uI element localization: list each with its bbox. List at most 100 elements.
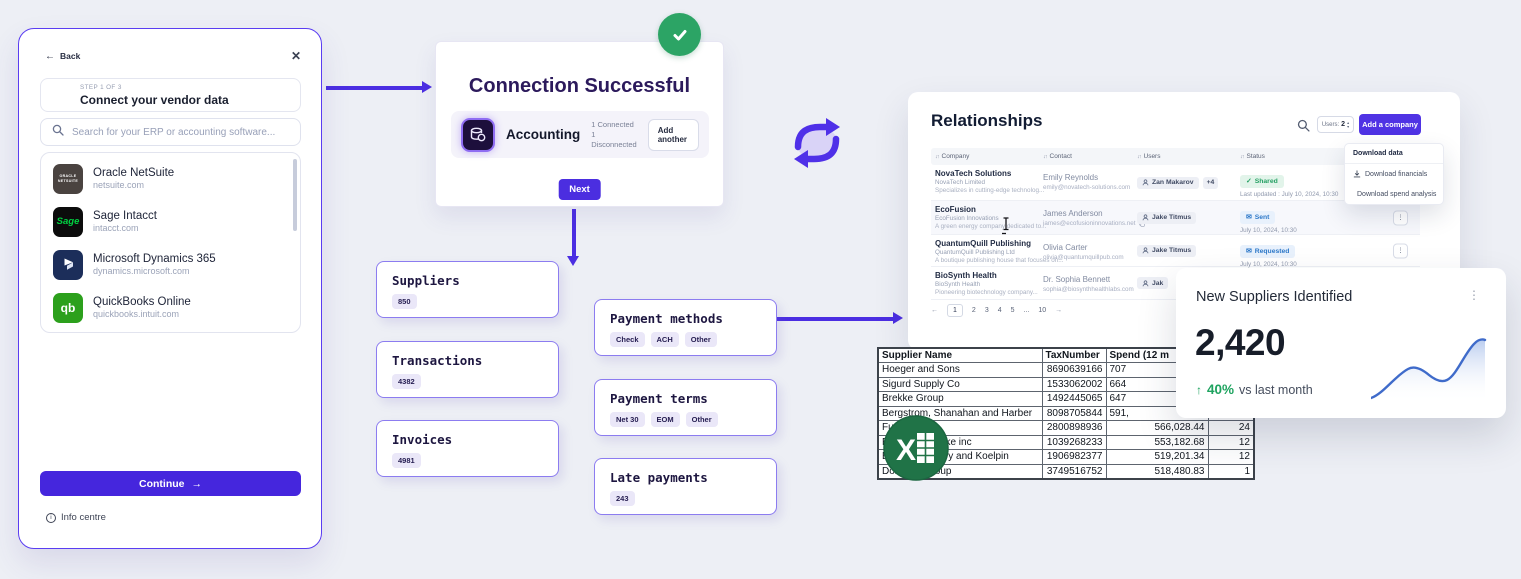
- row-kebab-button[interactable]: ⋮: [1393, 210, 1408, 225]
- connector-arrow-success-down: [567, 209, 579, 266]
- column-header-contact[interactable]: ↓↑ Contact: [1043, 153, 1072, 160]
- tag-badge: Check: [610, 332, 645, 347]
- flow-box-suppliers: Suppliers 850: [376, 261, 559, 318]
- table-row[interactable]: QuantumQuill Publishing QuantumQuill Pub…: [931, 235, 1420, 268]
- sort-icon: ↓↑: [935, 153, 939, 160]
- contact-email: james@ecofusioninnovations.net: [1043, 220, 1136, 227]
- flow-box-invoices: Invoices 4981: [376, 420, 559, 477]
- disconnected-count: 1 Disconnected: [591, 129, 637, 149]
- page-button[interactable]: 10: [1038, 307, 1047, 314]
- erp-domain: quickbooks.intuit.com: [93, 309, 180, 319]
- company-name: NovaTech Solutions: [935, 169, 1012, 178]
- company-description: Specializes in cutting-edge technolog...: [935, 187, 1045, 194]
- person-icon: [1142, 279, 1149, 286]
- menu-item-download-financials[interactable]: Download financials: [1345, 164, 1443, 184]
- back-button[interactable]: ← Back: [45, 51, 80, 62]
- table-row[interactable]: EcoFusion EcoFusion Innovations A green …: [931, 201, 1420, 235]
- erp-item-sage-intacct[interactable]: Sage Sage Intacct intacct.com: [41, 200, 300, 243]
- success-check-icon: [658, 13, 701, 56]
- status-date: July 10, 2024, 10:30: [1240, 227, 1297, 234]
- count-badge: 4981: [392, 453, 421, 468]
- add-another-button[interactable]: Add another: [647, 118, 699, 151]
- page-button[interactable]: 3: [984, 307, 989, 314]
- flow-box-payment-methods: Payment methods Check ACH Other: [594, 299, 777, 356]
- menu-item-download-spend-analysis[interactable]: Download spend analysis: [1357, 190, 1437, 198]
- page-button[interactable]: 1: [947, 304, 963, 317]
- company-subtitle: QuantumQuill Publishing Ltd: [935, 249, 1015, 256]
- company-subtitle: NovaTech Limited: [935, 179, 986, 186]
- flow-box-transactions: Transactions 4382: [376, 341, 559, 398]
- add-company-button[interactable]: Add a company: [1359, 114, 1421, 135]
- scrollbar[interactable]: [293, 159, 297, 231]
- company-description: A boutique publishing house that focuses…: [935, 257, 1064, 264]
- page-next-button[interactable]: →: [1055, 307, 1063, 314]
- erp-list: ORACLE NETSUITE Oracle NetSuite netsuite…: [40, 152, 301, 333]
- column-header-company[interactable]: ↓↑ Company: [935, 153, 970, 160]
- next-button[interactable]: Next: [558, 179, 601, 200]
- row-kebab-button[interactable]: ⋮: [1393, 243, 1408, 258]
- erp-item-dynamics-365[interactable]: Microsoft Dynamics 365 dynamics.microsof…: [41, 243, 300, 286]
- tag-badge: Other: [684, 332, 717, 347]
- download-data-menu: Download data Download financials Downlo…: [1344, 143, 1444, 205]
- flow-box-title: Payment terms: [610, 391, 708, 406]
- stepper-icon: ▴▾: [1347, 119, 1350, 129]
- users-count-selector[interactable]: Users: 2 ▴▾: [1317, 116, 1354, 133]
- table-row[interactable]: NovaTech Solutions NovaTech Limited Spec…: [931, 165, 1420, 201]
- connector-arrow-payments-to-table: [777, 312, 903, 324]
- info-centre-link[interactable]: i Info centre: [46, 512, 106, 523]
- arrow-right-icon: →: [191, 477, 203, 490]
- kebab-menu-icon[interactable]: ⋮: [1468, 288, 1480, 302]
- status-badge-requested: ✉ Requested: [1240, 244, 1296, 258]
- erp-domain: intacct.com: [93, 223, 139, 233]
- sparkline-chart: [1369, 336, 1487, 407]
- kpi-value: 2,420: [1195, 322, 1286, 363]
- tag-badge: EOM: [650, 412, 680, 427]
- table-row[interactable]: BioSynth Health BioSynth Health Pioneeri…: [931, 267, 1420, 300]
- contact-email: emily@novatech-solutions.com: [1043, 184, 1131, 191]
- erp-item-oracle-netsuite[interactable]: ORACLE NETSUITE Oracle NetSuite netsuite…: [41, 157, 300, 200]
- check-icon: ✓: [1246, 178, 1252, 185]
- column-header-status[interactable]: ↓↑ Status: [1240, 153, 1265, 160]
- sync-loop-icon: [786, 113, 848, 178]
- page-button[interactable]: 4: [997, 307, 1002, 314]
- modal-title: Connect your vendor data: [80, 93, 229, 107]
- integration-row: Accounting 1 Connected 1 Disconnected Ad…: [451, 111, 709, 158]
- person-icon: [1142, 214, 1149, 221]
- sheet-header: Supplier Name: [877, 347, 1043, 363]
- status-date: July 10, 2024, 10:30: [1240, 261, 1297, 268]
- step-card: STEP 1 OF 3 Connect your vendor data: [40, 78, 301, 112]
- contact-email: olivia@quantumquillpub.com: [1043, 254, 1124, 261]
- erp-search-input[interactable]: Search for your ERP or accounting softwa…: [40, 118, 301, 146]
- contact-email: sophia@biosynthhealthlabs.com: [1043, 286, 1134, 293]
- person-icon: [1142, 247, 1149, 254]
- page-prev-button[interactable]: ←: [931, 307, 938, 314]
- table-header: ↓↑ Company ↓↑ Contact ↓↑ Users ↓↑ Status: [931, 148, 1420, 165]
- erp-domain: netsuite.com: [93, 180, 145, 190]
- user-chip: Jak: [1137, 277, 1169, 289]
- tag-badge: Other: [685, 412, 718, 427]
- continue-button[interactable]: Continue →: [40, 471, 301, 496]
- erp-name: Oracle NetSuite: [93, 167, 175, 179]
- status-date: Last updated : July 10, 2024, 10:30: [1240, 191, 1339, 198]
- panel-title: Relationships: [931, 111, 1043, 130]
- sort-icon: ↓↑: [1137, 153, 1141, 160]
- search-placeholder: Search for your ERP or accounting softwa…: [72, 126, 276, 138]
- company-description: A green energy company dedicated to...: [935, 223, 1047, 230]
- connection-successful-card: Connection Successful Accounting 1 Conne…: [435, 13, 724, 207]
- search-icon[interactable]: [1297, 119, 1310, 137]
- page-button[interactable]: 5: [1010, 307, 1015, 314]
- search-icon: [52, 123, 64, 141]
- column-header-users[interactable]: ↓↑ Users: [1137, 153, 1161, 160]
- pagination: ← 1 2 3 4 5 ... 10 →: [931, 304, 1062, 317]
- close-icon[interactable]: ✕: [290, 49, 301, 63]
- envelope-icon: ✉: [1246, 248, 1252, 255]
- erp-item-quickbooks[interactable]: qb QuickBooks Online quickbooks.intuit.c…: [41, 286, 300, 329]
- erp-name: Sage Intacct: [93, 210, 157, 222]
- flow-box-late-payments: Late payments 243: [594, 458, 777, 515]
- text-cursor-ibeam: [1001, 217, 1011, 241]
- page-button[interactable]: 2: [971, 307, 976, 314]
- sheet-header: TaxNumber: [1041, 347, 1107, 363]
- envelope-icon: ✉: [1246, 214, 1252, 221]
- company-subtitle: EcoFusion Innovations: [935, 215, 999, 222]
- user-chip: Zan Makarov: [1137, 176, 1199, 189]
